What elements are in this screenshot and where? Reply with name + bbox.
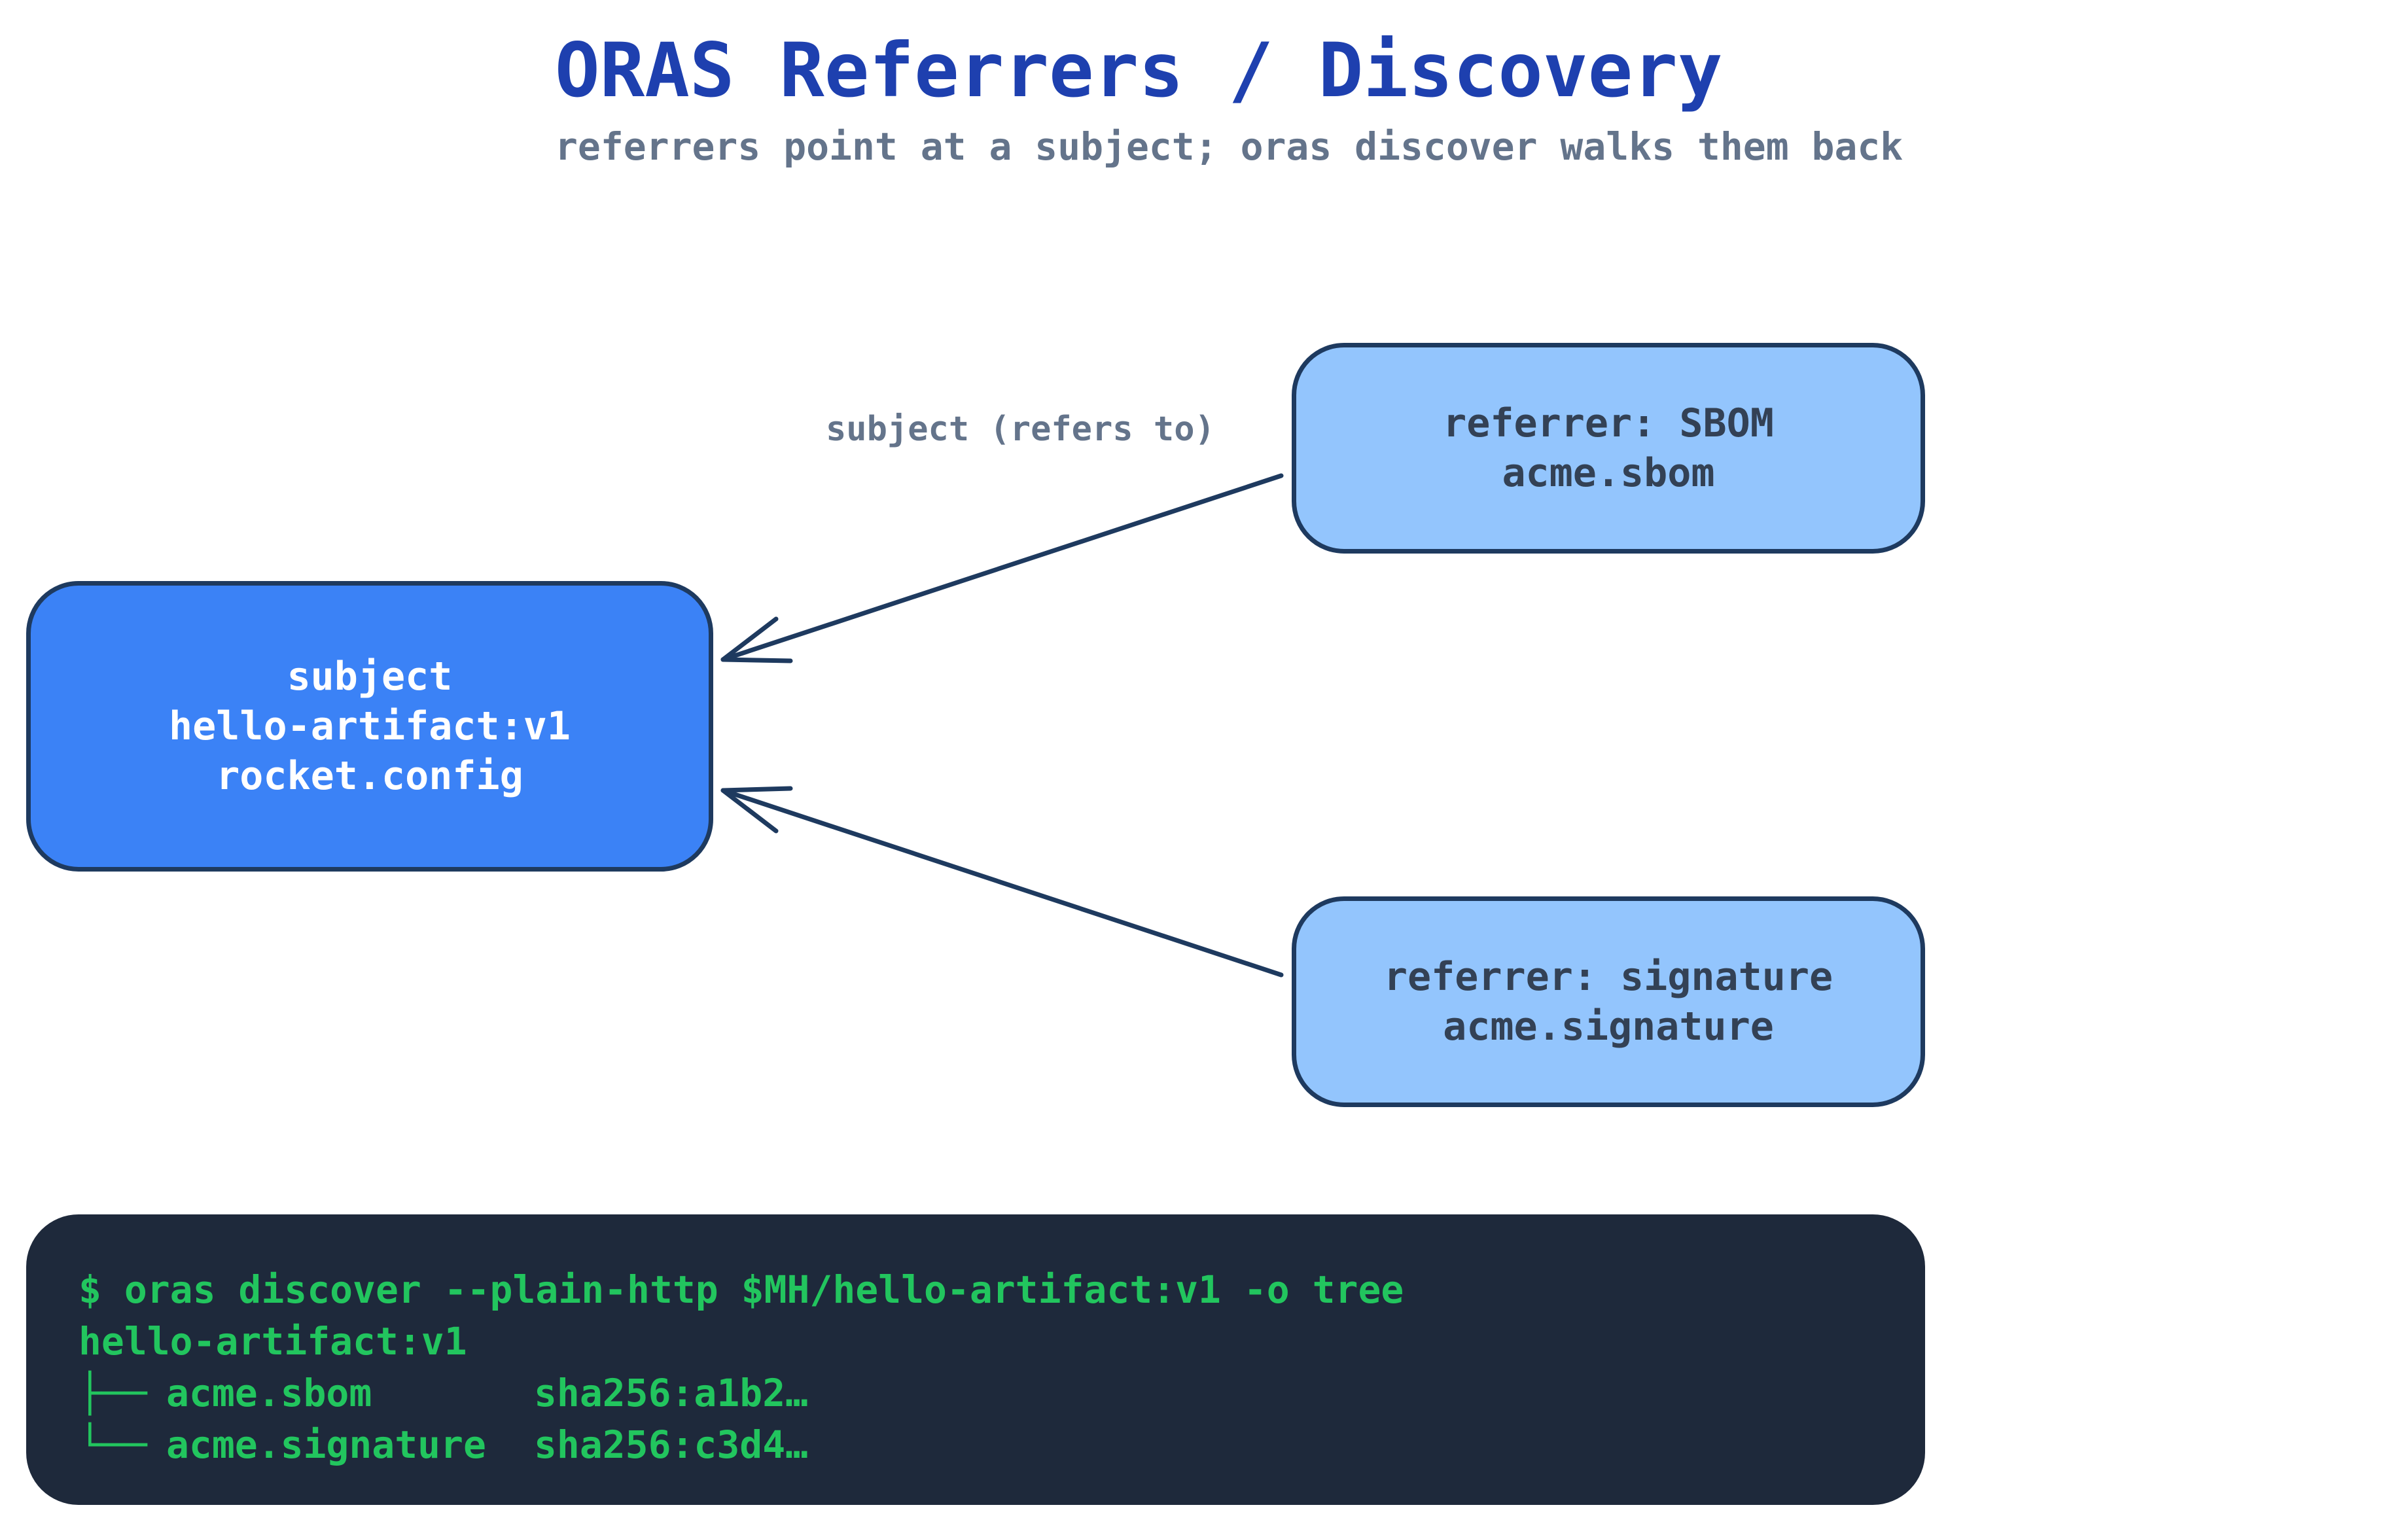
edge-signature-to-subject	[720, 788, 1284, 978]
tree-entry-digest: sha256:c3d4…	[534, 1422, 809, 1467]
terminal-command: $ oras discover --plain-http $MH/hello-a…	[79, 1267, 1404, 1312]
arrowhead-sbom	[720, 616, 793, 663]
edge-sbom-to-subject	[720, 473, 1284, 662]
page-subtitle: referrers point at a subject; oras disco…	[555, 124, 1903, 169]
referrer-signature-kind: referrer: signature	[1383, 954, 1833, 1000]
referrer-sbom-kind: referrer: SBOM	[1443, 400, 1774, 446]
tree-branch-glyph: ├──	[79, 1371, 147, 1415]
tree-entry-name: acme.sbom	[166, 1371, 372, 1415]
referrer-sbom-node: referrer: SBOM acme.sbom	[1292, 343, 1925, 554]
tree-branch-glyph: └──	[79, 1422, 147, 1467]
edge-label: subject (refers to)	[826, 410, 1215, 449]
tree-entry-name: acme.signature	[166, 1422, 486, 1467]
arrowhead-signature	[720, 786, 793, 834]
page-title: ORAS Referrers / Discovery	[555, 27, 1723, 114]
referrer-sbom-name: acme.sbom	[1502, 450, 1715, 496]
terminal-root: hello-artifact:v1	[79, 1319, 467, 1364]
tree-entry-sbom: ├── acme.sbom sha256:a1b2…	[79, 1368, 1925, 1419]
referrer-signature-node: referrer: signature acme.signature	[1292, 896, 1925, 1107]
referrer-signature-name: acme.signature	[1443, 1004, 1774, 1050]
subject-node: subject hello-artifact:v1 rocket.config	[26, 581, 713, 872]
subject-config: rocket.config	[216, 753, 523, 799]
subject-reference: hello-artifact:v1	[168, 703, 571, 749]
terminal-output: $ oras discover --plain-http $MH/hello-a…	[26, 1214, 1925, 1505]
tree-entry-digest: sha256:a1b2…	[534, 1371, 809, 1415]
tree-entry-signature: └── acme.signature sha256:c3d4…	[79, 1419, 1925, 1471]
subject-kind-label: subject	[287, 654, 453, 699]
